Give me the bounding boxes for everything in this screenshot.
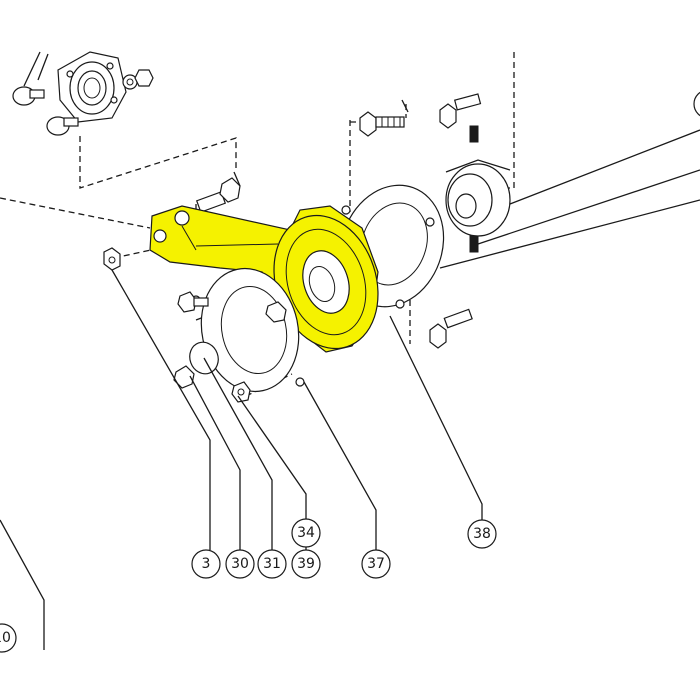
callout-39: 39 — [291, 549, 321, 579]
bolt-34 — [177, 291, 209, 313]
svg-text:37: 37 — [367, 556, 385, 572]
callout-37: 37 — [361, 549, 391, 579]
svg-text:34: 34 — [297, 525, 315, 541]
nut-39 — [265, 301, 287, 323]
svg-text:38: 38 — [473, 526, 491, 542]
svg-text:30: 30 — [231, 556, 249, 572]
svg-text:10: 10 — [0, 630, 11, 646]
bolt-31 — [231, 381, 251, 403]
svg-text:31: 31 — [263, 556, 281, 572]
hex-bolt-lower — [429, 308, 473, 349]
bearing-housing-top-left — [12, 51, 154, 136]
callout-10-partial: 10 — [0, 623, 17, 653]
hex-bolt-upper-right — [439, 93, 482, 129]
small-bolt-stud — [195, 171, 241, 213]
nut-3 — [103, 247, 121, 271]
leader-lines — [0, 129, 700, 650]
callout-partial-top-right — [693, 91, 700, 117]
callout-30: 30 — [225, 549, 255, 579]
callout-34: 34 — [291, 518, 321, 548]
callout-3: 3 — [191, 549, 221, 579]
svg-text:3: 3 — [202, 556, 211, 572]
pulley-hub — [445, 125, 511, 253]
highlighted-tensioner-arm — [149, 205, 379, 353]
hex-bolt-upper-center — [359, 99, 409, 137]
callout-31: 31 — [257, 549, 287, 579]
svg-text:39: 39 — [297, 556, 315, 572]
callout-38: 38 — [467, 519, 497, 549]
